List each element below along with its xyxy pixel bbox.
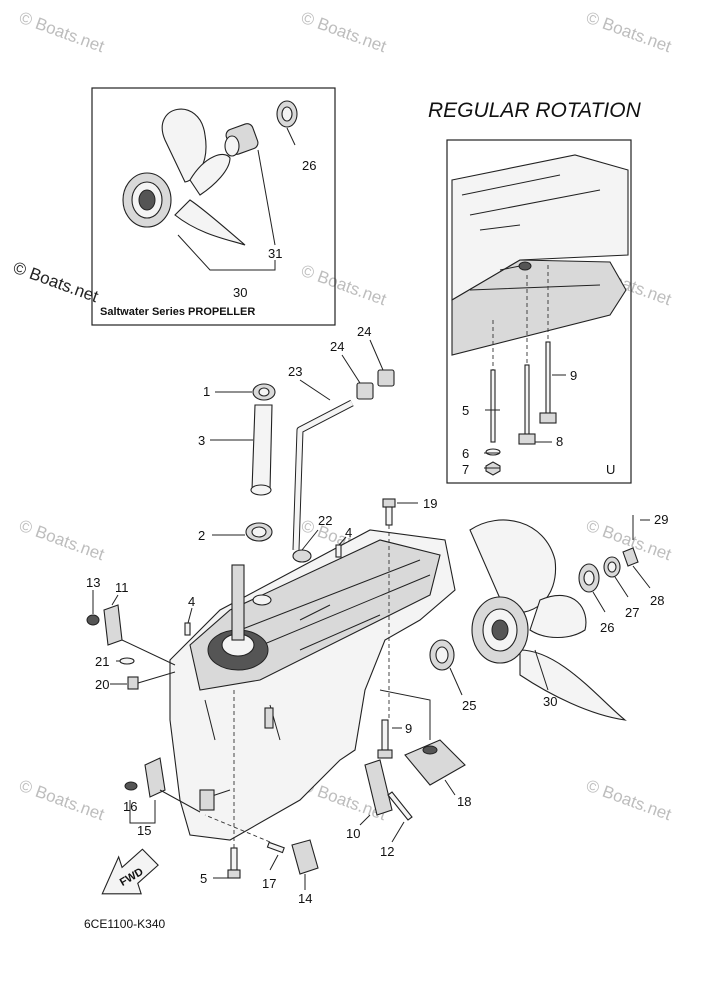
callout-19: 19	[423, 496, 437, 511]
callout-30: 30	[233, 285, 247, 300]
callout-22: 22	[318, 513, 332, 528]
part-bolt-19: 19	[382, 496, 437, 720]
callout-27: 27	[625, 605, 639, 620]
callout-11: 11	[115, 580, 129, 595]
fwd-arrow: FWD	[101, 848, 159, 895]
callout-21: 21	[95, 654, 109, 669]
watermark: © Boats.net	[299, 261, 389, 309]
callout-9: 9	[570, 368, 577, 383]
drawing-code: 6CE1100-K340	[84, 917, 165, 931]
watermark: © Boats.net	[17, 516, 107, 564]
callout-5: 5	[462, 403, 469, 418]
callout-3: 3	[198, 433, 205, 448]
watermark: © Boats.net	[17, 776, 107, 824]
callout-13: 13	[86, 575, 100, 590]
part-collar-dowels: 22 4 4	[184, 513, 352, 636]
callout-6: 6	[462, 446, 469, 461]
callout-24: 24	[330, 339, 344, 354]
callout-31: 31	[268, 246, 282, 261]
callout-24b: 24	[357, 324, 371, 339]
callout-15: 15	[137, 823, 151, 838]
callout-10: 10	[346, 826, 360, 841]
part-prop-hardware: 29 26 27 28	[578, 512, 668, 635]
part-water-tube: 3	[198, 404, 273, 496]
callout-28: 28	[650, 593, 664, 608]
part-clips: 24 24	[330, 324, 395, 400]
callout-8: 8	[556, 434, 563, 449]
regular-rotation-inset: 9 5 8 6 7 U	[446, 139, 632, 484]
callout-1: 1	[203, 384, 210, 399]
callout-23: 23	[288, 364, 302, 379]
callout-14: 14	[298, 891, 312, 906]
callout-7: 7	[462, 462, 469, 477]
callout-5: 5	[200, 871, 207, 886]
callout-20: 20	[95, 677, 109, 692]
watermark: © Boats.net	[584, 776, 674, 824]
callout-16: 16	[123, 799, 137, 814]
watermark: © Boats.net	[17, 8, 107, 56]
watermark-dark: © Boats.net	[11, 258, 101, 306]
inset-caption: Saltwater Series PROPELLER	[100, 306, 255, 318]
part-hose: 23	[288, 364, 354, 551]
callout-17: 17	[262, 876, 276, 891]
part-bracket-15: 16 15	[123, 757, 201, 838]
watermark: © Boats.net	[584, 8, 674, 56]
part-grommet: 1	[203, 383, 276, 401]
callout-4b: 4	[188, 594, 195, 609]
saltwater-propeller-inset: 26 31 30 Saltwater Series PROPELLER	[91, 87, 336, 326]
part-seal: 2	[198, 522, 273, 543]
diagram-title: REGULAR ROTATION	[428, 99, 642, 122]
part-bolt-5: 5	[200, 690, 241, 886]
callout-12: 12	[380, 844, 394, 859]
callout-4: 4	[345, 525, 352, 540]
watermark: © Boats.net	[299, 8, 389, 56]
part-screw-17: 17	[204, 814, 285, 891]
main-propeller: 30	[469, 519, 627, 721]
part-cover-14: 14	[291, 839, 319, 906]
callout-25: 25	[462, 698, 476, 713]
part-thrust-washer: 25	[429, 639, 476, 713]
view-marker: U	[606, 462, 615, 477]
callout-2: 2	[198, 528, 205, 543]
callout-18: 18	[457, 794, 471, 809]
lower-casing	[169, 529, 456, 841]
callout-9: 9	[405, 721, 412, 736]
callout-26: 26	[600, 620, 614, 635]
part-left-fittings: 13 11 21 20	[86, 575, 176, 692]
part-anode-group: 9 10 12 18	[346, 689, 471, 859]
callout-30: 30	[543, 694, 557, 709]
callout-26: 26	[302, 158, 316, 173]
callout-29: 29	[654, 512, 668, 527]
